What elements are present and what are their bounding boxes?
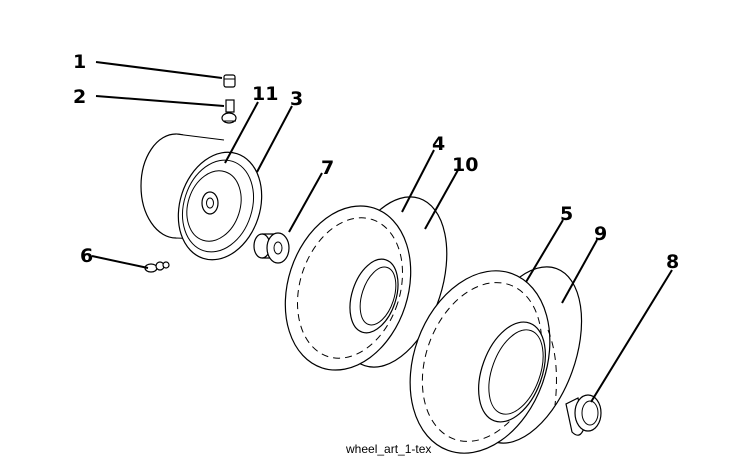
- diagram-caption: wheel_art_1-tex: [345, 442, 431, 456]
- callout-8: 8: [666, 251, 679, 273]
- valve-stem: [221, 99, 237, 124]
- callout-5: 5: [560, 203, 573, 225]
- leader-lines: [91, 61, 673, 403]
- callout-4: 4: [432, 133, 445, 155]
- callout-7: 7: [321, 157, 334, 179]
- callout-6: 6: [80, 245, 93, 267]
- callout-3: 3: [290, 88, 303, 110]
- wheel-rim: [140, 133, 263, 261]
- callout-9: 9: [594, 223, 607, 245]
- callout-11: 11: [252, 83, 278, 105]
- valve-cap: [223, 74, 236, 88]
- callout-1: 1: [73, 51, 86, 73]
- tire-rear: [409, 266, 583, 454]
- hub-cap: [565, 394, 602, 436]
- grease-fitting: [144, 261, 170, 273]
- callout-10: 10: [452, 154, 478, 176]
- callout-2: 2: [73, 86, 86, 108]
- bushing: [253, 232, 290, 264]
- tire-front: [284, 196, 448, 371]
